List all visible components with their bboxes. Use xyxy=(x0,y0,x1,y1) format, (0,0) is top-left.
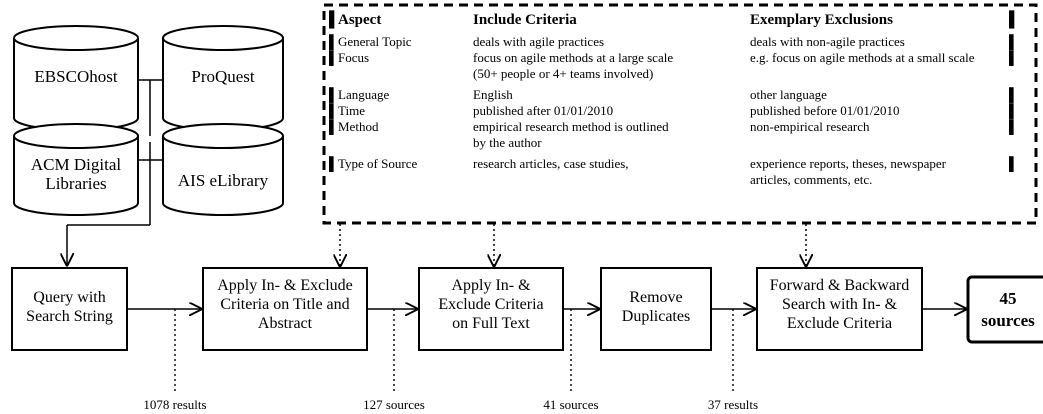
count-label: 1078 results xyxy=(143,397,206,412)
final-count-label: sources xyxy=(981,311,1035,330)
criteria-exclusion: deals with non-agile practices xyxy=(750,34,905,49)
row-marker: ▌ xyxy=(329,12,340,28)
criteria-exclusion: published before 01/01/2010 xyxy=(750,103,900,118)
row-marker: ▌ xyxy=(1009,50,1019,65)
header-include-criteria: Include Criteria xyxy=(473,12,577,28)
criteria-header-row: ▌ Aspect Include Criteria Exemplary Excl… xyxy=(328,12,1028,28)
count-label: 37 results xyxy=(708,397,758,412)
count-label: 127 sources xyxy=(363,397,425,412)
row-marker: ▌ xyxy=(329,34,339,49)
header-aspect: Aspect xyxy=(338,12,382,28)
criteria-aspect: Focus xyxy=(338,50,370,65)
criteria-row: articles, comments, etc. xyxy=(328,172,1028,188)
row-marker: ▌ xyxy=(1009,87,1019,102)
row-marker: ▌ xyxy=(329,50,339,65)
database-proquest: ProQuest xyxy=(162,25,284,131)
criteria-include: deals with agile practices xyxy=(473,34,605,49)
criteria-table: ▌ Aspect Include Criteria Exemplary Excl… xyxy=(328,10,1028,222)
database-ais-elibrary: AIS eLibrary xyxy=(162,123,284,216)
count-label: 41 sources xyxy=(543,397,598,412)
database-label: EBSCOhost xyxy=(34,67,117,86)
database-ebscohost: EBSCOhost xyxy=(13,25,139,131)
database-connectors xyxy=(67,79,163,265)
criteria-include: English xyxy=(473,87,513,102)
row-marker: ▌ xyxy=(1009,12,1020,28)
criteria-exclusion: e.g. focus on agile methods at a small s… xyxy=(750,50,975,65)
count-leaders xyxy=(174,309,734,392)
row-marker: ▌ xyxy=(329,156,339,171)
database-label: ProQuest xyxy=(191,67,255,86)
criteria-aspect: Method xyxy=(338,119,379,134)
row-marker: ▌ xyxy=(329,103,339,118)
criteria-exclusion: experience reports, theses, newspaper xyxy=(750,156,946,171)
criteria-include: empirical research method is outlined xyxy=(473,119,669,134)
final-result-box: 45 sources xyxy=(966,275,1043,344)
criteria-include: published after 01/01/2010 xyxy=(473,103,614,118)
database-label: AIS eLibrary xyxy=(178,171,269,190)
criteria-exclusion: other language xyxy=(750,87,827,102)
criteria-arrows xyxy=(340,224,806,266)
criteria-aspect: Language xyxy=(338,87,390,102)
criteria-row: by the author xyxy=(328,135,1028,151)
row-marker: ▌ xyxy=(329,119,339,134)
row-marker: ▌ xyxy=(329,87,339,102)
row-marker: ▌ xyxy=(1009,156,1019,171)
criteria-row: (50+ people or 4+ teams involved) xyxy=(328,66,1028,82)
criteria-exclusion: articles, comments, etc. xyxy=(750,172,873,187)
row-marker: ▌ xyxy=(1009,103,1019,118)
criteria-include: (50+ people or 4+ teams involved) xyxy=(473,66,654,81)
criteria-include: by the author xyxy=(473,135,542,150)
final-count: 45 xyxy=(1000,289,1017,308)
criteria-include: focus on agile methods at a large scale xyxy=(473,50,674,65)
criteria-exclusion: non-empirical research xyxy=(750,119,870,134)
header-exemplary-exclusions: Exemplary Exclusions xyxy=(750,12,893,28)
criteria-aspect: Type of Source xyxy=(338,156,418,171)
row-marker: ▌ xyxy=(1009,119,1019,134)
criteria-include: research articles, case studies, xyxy=(473,156,629,171)
row-marker: ▌ xyxy=(1009,34,1019,49)
criteria-aspect: General Topic xyxy=(338,34,412,49)
criteria-aspect: Time xyxy=(338,103,365,118)
